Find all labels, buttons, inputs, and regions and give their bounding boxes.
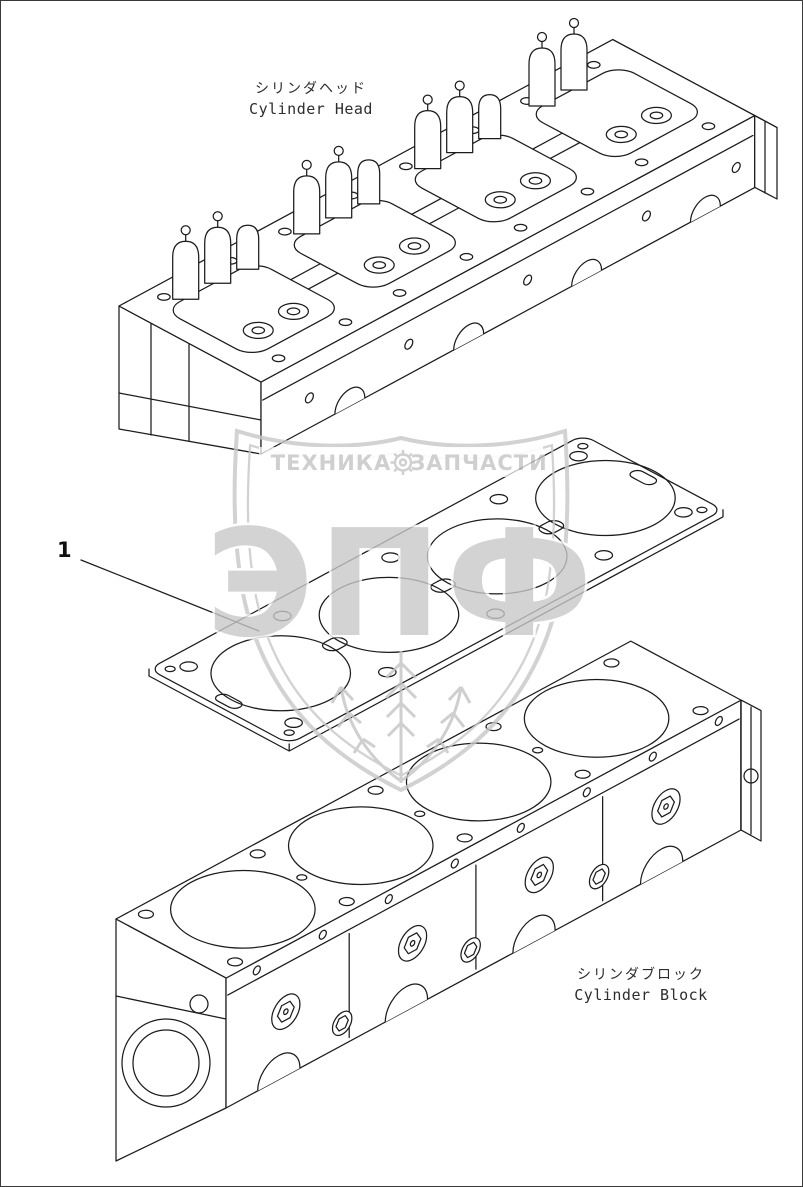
block-boss	[398, 920, 426, 967]
head-hump-cluster	[529, 19, 587, 107]
head-hump-cluster	[415, 81, 501, 169]
block-boss	[652, 783, 680, 830]
cylinder-block-label-jp: シリンダブロック	[577, 967, 705, 983]
cylinder-head-label-en: Cylinder Head	[249, 100, 373, 119]
block-boss	[272, 988, 300, 1035]
cylinder-block-drawing	[116, 641, 761, 1161]
block-plug	[332, 1007, 351, 1039]
part-callout-number: 1	[57, 538, 72, 562]
callout-leader-line	[81, 560, 259, 631]
block-boss	[525, 851, 553, 898]
cylinder-head-drawing	[119, 19, 777, 472]
head-hump-cluster	[173, 212, 259, 300]
block-plug	[461, 934, 480, 966]
cylinder-block-label-en: Cylinder Block	[574, 986, 708, 1005]
block-plug	[589, 860, 608, 892]
head-hump-cluster	[294, 146, 380, 234]
cylinder-head-label: シリンダヘッド Cylinder Head	[201, 79, 421, 121]
cylinder-head-label-jp: シリンダヘッド	[255, 81, 367, 97]
cylinder-block-label: シリンダブロック Cylinder Block	[526, 965, 756, 1007]
